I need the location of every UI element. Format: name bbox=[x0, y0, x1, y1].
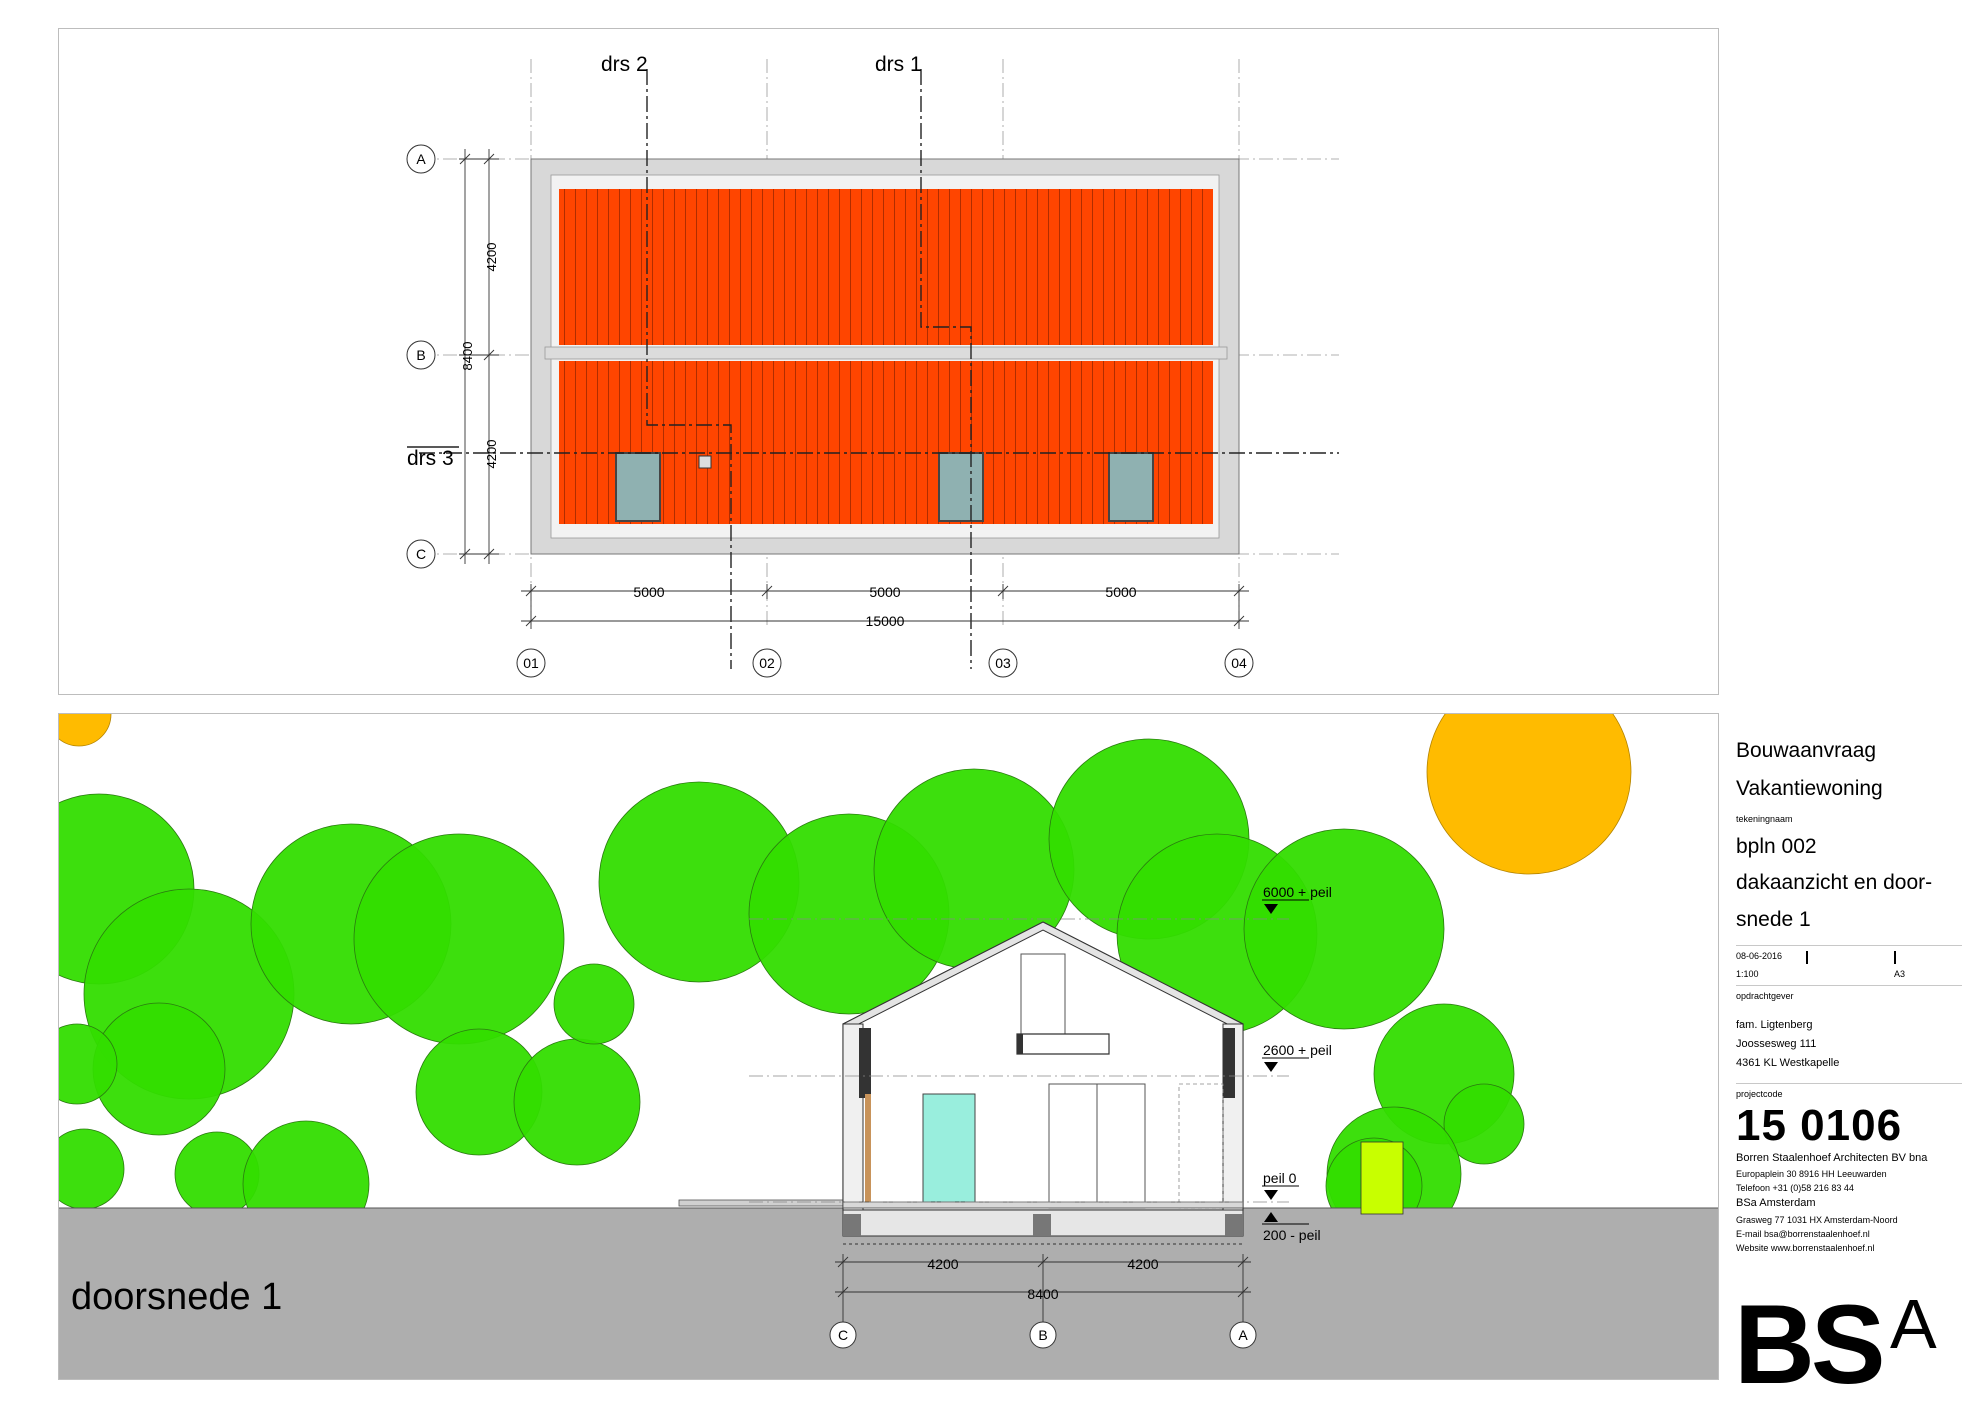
level-200: 200 - peil bbox=[1263, 1227, 1321, 1243]
drawing-title-line-2: snede 1 bbox=[1736, 908, 1811, 931]
axis-label-02: 02 bbox=[759, 655, 775, 671]
terrace bbox=[678, 1199, 846, 1207]
scale: 1:100 bbox=[1736, 969, 1759, 979]
skylight-2 bbox=[938, 452, 984, 522]
section-drawing: 6000 + peil 2600 + peil peil 0 200 - pei… bbox=[59, 714, 1718, 1379]
sun-decoration bbox=[1426, 714, 1632, 875]
divider bbox=[1736, 1083, 1962, 1084]
axis-label-a: A bbox=[416, 151, 426, 167]
firm-name: Borren Staalenhoef Architecten BV bna bbox=[1736, 1152, 1928, 1164]
level-6000: 6000 + peil bbox=[1263, 884, 1332, 900]
section-cut-lines bbox=[419, 69, 1339, 669]
drawing-title-line-1: dakaanzicht en door- bbox=[1736, 871, 1933, 894]
skylight-1 bbox=[615, 452, 661, 522]
website: Website www.borrenstaalenhoef.nl bbox=[1736, 1243, 1875, 1253]
section-axis-b: B bbox=[1038, 1327, 1047, 1343]
sun-decoration-small bbox=[59, 714, 112, 747]
axis-label-b: B bbox=[416, 347, 425, 363]
door bbox=[922, 1093, 976, 1203]
dim-01-02: 5000 bbox=[633, 584, 664, 600]
section-dim-ba: 4200 bbox=[1127, 1256, 1158, 1272]
firm-phone: Telefoon +31 (0)58 216 83 44 bbox=[1736, 1183, 1854, 1193]
project-type: Bouwaanvraag bbox=[1736, 739, 1877, 762]
date: 08-06-2016 bbox=[1736, 951, 1783, 961]
office-address: Grasweg 77 1031 HX Amsterdam-Noord bbox=[1736, 1215, 1898, 1225]
skylight-3 bbox=[1108, 452, 1154, 522]
vertical-dimension-lines bbox=[459, 149, 499, 564]
project-name: Vakantiewoning bbox=[1736, 777, 1883, 800]
column-axis-bubbles bbox=[516, 648, 1254, 678]
paper-size: A3 bbox=[1894, 969, 1906, 979]
row-axis-bubbles bbox=[406, 144, 436, 569]
client-label: opdrachtgever bbox=[1736, 991, 1794, 1001]
roof-slope-north bbox=[559, 189, 1213, 345]
level-lines bbox=[749, 918, 1289, 1203]
section-axis-a: A bbox=[1238, 1327, 1248, 1343]
project-code-label: projectcode bbox=[1736, 1089, 1783, 1099]
client-city: 4361 KL Westkapelle bbox=[1736, 1057, 1840, 1069]
firm-address: Europaplein 30 8916 HH Leeuwarden bbox=[1736, 1169, 1887, 1179]
section-axis-c: C bbox=[838, 1327, 848, 1343]
vent-icon bbox=[698, 455, 712, 469]
office-name: BSa Amsterdam bbox=[1736, 1197, 1816, 1209]
level-markers bbox=[1262, 899, 1309, 1225]
section-panel: 6000 + peil 2600 + peil peil 0 200 - pei… bbox=[58, 713, 1719, 1380]
section-dim-cb: 4200 bbox=[927, 1256, 958, 1272]
bsa-logo-suffix: A bbox=[1890, 1285, 1937, 1363]
bsa-logo: BS bbox=[1734, 1282, 1886, 1407]
horizontal-dimension-lines bbox=[521, 584, 1249, 629]
dim-ab: 4200 bbox=[484, 243, 499, 272]
section-mark-drs2: drs 2 bbox=[601, 53, 648, 76]
section-dimension-lines bbox=[835, 1243, 1251, 1334]
client-street: Joossesweg 111 bbox=[1736, 1038, 1817, 1050]
section-axis-bubbles bbox=[829, 1321, 1257, 1349]
dim-bc: 4200 bbox=[484, 440, 499, 469]
client-name: fam. Ligtenberg bbox=[1736, 1019, 1813, 1031]
email: E-mail bsa@borrenstaalenhoef.nl bbox=[1736, 1229, 1870, 1239]
project-code: 15 0106 bbox=[1736, 1101, 1903, 1150]
drawing-code: bpln 002 bbox=[1736, 835, 1817, 858]
roof-plan-drawing: drs 2 drs 1 drs 3 A B C 4200 4200 8400 bbox=[406, 53, 1339, 678]
hedge bbox=[1360, 1141, 1404, 1215]
building-section bbox=[842, 921, 1244, 1237]
section-title: doorsnede 1 bbox=[71, 1276, 282, 1318]
level-2600: 2600 + peil bbox=[1263, 1042, 1332, 1058]
dim-ac-total: 8400 bbox=[460, 342, 475, 371]
dim-03-04: 5000 bbox=[1105, 584, 1136, 600]
section-dim-total: 8400 bbox=[1027, 1286, 1058, 1302]
trees bbox=[59, 738, 1525, 1248]
title-block: Bouwaanvraag Vakantiewoning tekeningnaam… bbox=[1732, 713, 1972, 1401]
dim-01-04-total: 15000 bbox=[866, 613, 905, 629]
divider bbox=[1736, 985, 1962, 986]
axis-label-04: 04 bbox=[1231, 655, 1247, 671]
roof-plan-panel: drs 2 drs 1 drs 3 A B C 4200 4200 8400 bbox=[58, 28, 1719, 695]
dim-02-03: 5000 bbox=[869, 584, 900, 600]
ridge bbox=[544, 346, 1228, 360]
axis-label-01: 01 bbox=[523, 655, 539, 671]
section-mark-drs1: drs 1 bbox=[875, 53, 922, 76]
divider bbox=[1736, 945, 1962, 946]
axis-label-c: C bbox=[416, 546, 426, 562]
level-peil-0: peil 0 bbox=[1263, 1170, 1297, 1186]
axis-label-03: 03 bbox=[995, 655, 1011, 671]
section-mark-drs3: drs 3 bbox=[407, 447, 454, 470]
drawing-name-label: tekeningnaam bbox=[1736, 814, 1793, 824]
roof-slope-south bbox=[559, 361, 1213, 524]
